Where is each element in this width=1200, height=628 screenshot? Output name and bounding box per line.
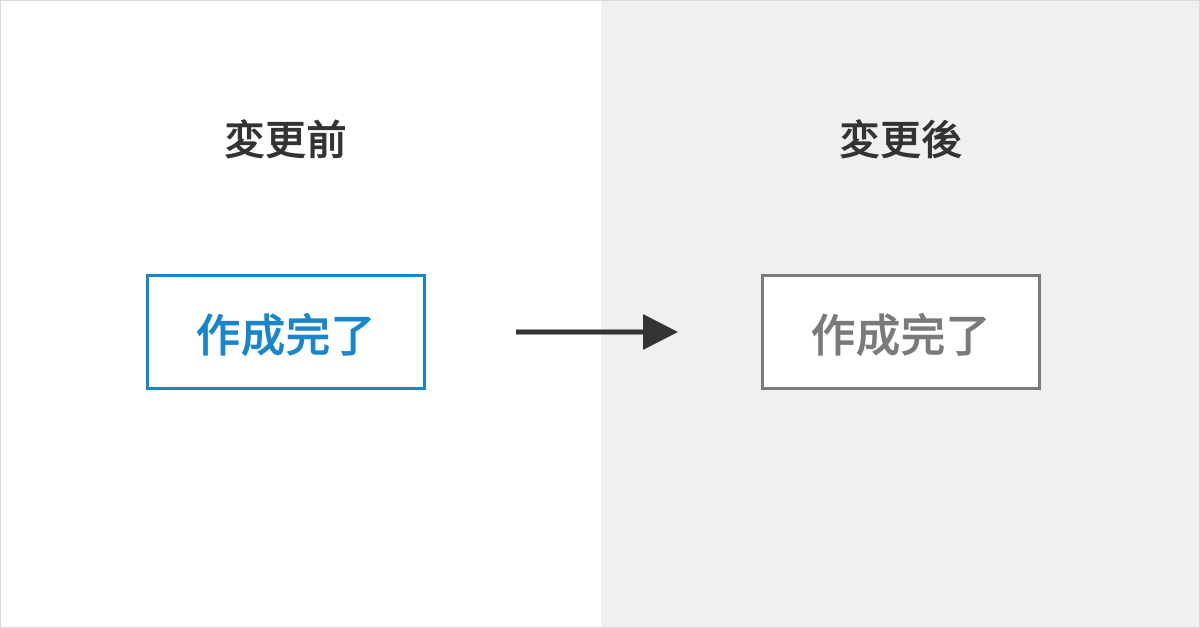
arrow-right-icon	[516, 314, 678, 350]
after-complete-button[interactable]: 作成完了	[761, 274, 1041, 390]
before-heading: 変更前	[224, 118, 348, 164]
after-heading: 変更後	[839, 118, 963, 164]
before-complete-button[interactable]: 作成完了	[146, 274, 426, 390]
